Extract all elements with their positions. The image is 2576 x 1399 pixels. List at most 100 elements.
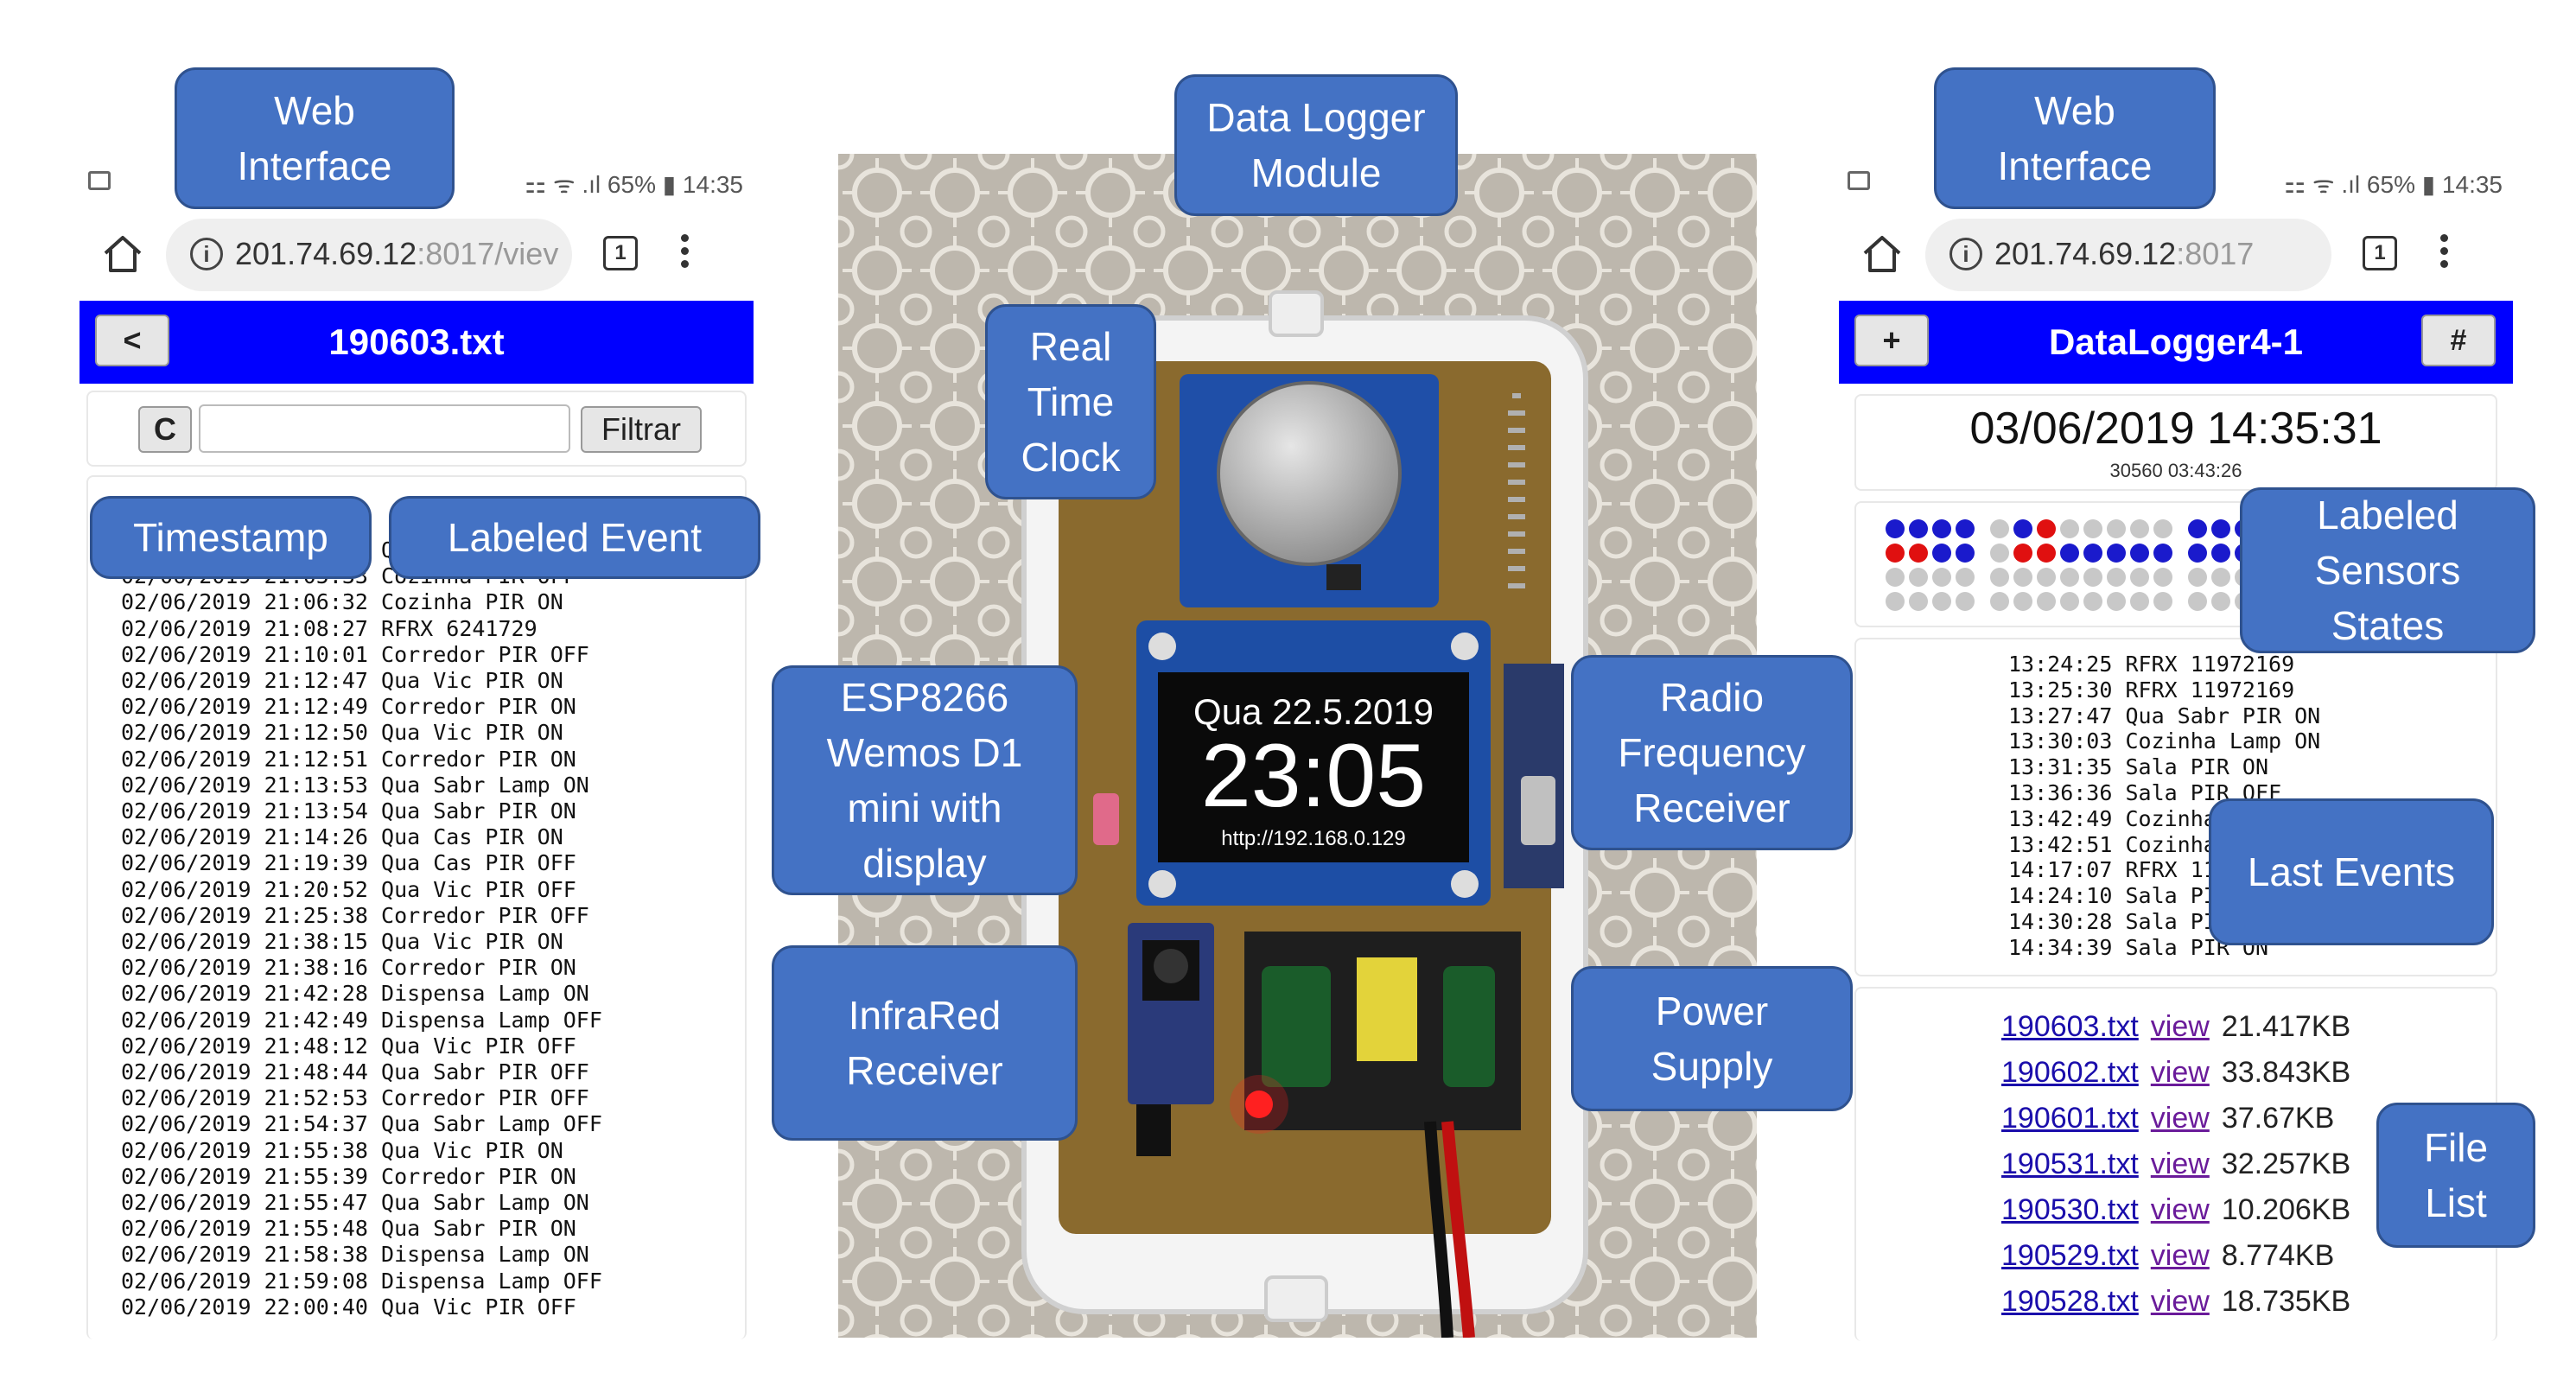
file-view-link[interactable]: view (2150, 1239, 2210, 1272)
tabs-count-icon[interactable]: 1 (603, 236, 638, 270)
sensor-dot (2188, 592, 2207, 611)
log-line: 02/06/2019 21:48:12 Qua Vic PIR OFF (121, 1033, 576, 1059)
home-icon[interactable] (97, 227, 149, 279)
add-button[interactable]: + (1854, 315, 1929, 366)
oled-screen (1158, 672, 1469, 862)
sensor-dot-row (1886, 589, 2281, 614)
sensor-dot (2037, 519, 2056, 538)
file-view-link[interactable]: view (2150, 1285, 2210, 1318)
sensor-dot (1990, 568, 2009, 587)
status-indicators: ⚏ ᯤ .ıl 65% ▮ 14:35 (2284, 171, 2503, 198)
file-download-link[interactable]: 190601.txt (2001, 1102, 2139, 1135)
sensor-dot (1956, 568, 1975, 587)
log-line: 02/06/2019 21:12:50 Qua Vic PIR ON (121, 720, 563, 746)
sensor-dot (2211, 568, 2230, 587)
sensor-dot (1932, 592, 1951, 611)
info-icon[interactable]: i (1949, 238, 1982, 270)
address-field[interactable]: i 201.74.69.12:8017/viev (166, 219, 572, 291)
tabs-count-icon[interactable]: 1 (2363, 236, 2397, 270)
address-field[interactable]: i 201.74.69.12:8017 (1925, 219, 2331, 291)
file-download-link[interactable]: 190529.txt (2001, 1239, 2139, 1272)
file-download-link[interactable]: 190531.txt (2001, 1148, 2139, 1180)
file-view-link[interactable]: view (2150, 1148, 2210, 1180)
settings-hash-button[interactable]: # (2421, 315, 2496, 366)
sensor-dot (2130, 592, 2149, 611)
log-line: 02/06/2019 21:10:01 Corredor PIR OFF (121, 641, 589, 667)
sensor-dot (1932, 519, 1951, 538)
file-header-bar: < 190603.txt (80, 301, 754, 384)
clear-button[interactable]: C (138, 406, 192, 453)
sensor-dot (2130, 544, 2149, 563)
file-view-link[interactable]: view (2150, 1102, 2210, 1135)
filter-panel: C Filtrar (86, 391, 747, 467)
sensor-dot (2107, 592, 2126, 611)
image-notification-icon (88, 171, 111, 190)
oled-time-text: 23:05 (1201, 726, 1426, 826)
log-line: 02/06/2019 21:14:26 Qua Cas PIR ON (121, 824, 563, 850)
callout-real-time-clock: Real Time Clock (985, 304, 1156, 499)
file-view-link[interactable]: view (2150, 1010, 2210, 1043)
event-line: 13:27:47 Qua Sabr PIR ON (2008, 703, 2321, 728)
sensor-dot (2211, 592, 2230, 611)
log-line: 02/06/2019 21:12:47 Qua Vic PIR ON (121, 668, 563, 694)
page-title: DataLogger4-1 (2048, 321, 2304, 362)
log-line: 02/06/2019 21:55:48 Qua Sabr PIR ON (121, 1216, 576, 1242)
clock-panel: 03/06/2019 14:35:31 30560 03:43:26 (1854, 394, 2497, 491)
filter-button[interactable]: Filtrar (581, 406, 702, 453)
oled-url-text: http://192.168.0.129 (1221, 827, 1406, 850)
sensor-dot (2188, 568, 2207, 587)
sensor-dot (1909, 519, 1928, 538)
callout-web-interface-right: Web Interface (1934, 67, 2216, 209)
log-line: 02/06/2019 21:59:08 Dispensa Lamp OFF (121, 1268, 602, 1294)
browser-url-bar: i 201.74.69.12:8017 1 (1839, 212, 2513, 298)
sensor-dot (2188, 519, 2207, 538)
sensor-dot (2107, 568, 2126, 587)
log-line: 02/06/2019 21:54:37 Qua Sabr Lamp OFF (121, 1111, 602, 1137)
sensor-dot (2060, 519, 2079, 538)
file-view-link[interactable]: view (2150, 1056, 2210, 1089)
sensor-dot (1956, 592, 1975, 611)
sensor-dot (1990, 544, 2009, 563)
sensor-dot (1932, 568, 1951, 587)
sensor-dot (2211, 544, 2230, 563)
file-download-link[interactable]: 190603.txt (2001, 1010, 2139, 1043)
log-line: 02/06/2019 21:55:38 Qua Vic PIR ON (121, 1137, 563, 1163)
sensor-dot (2037, 592, 2056, 611)
log-panel: 02/06/2019 21:05:01 Qua Vic PIR OFF02/06… (86, 475, 747, 1339)
sensor-dot (1990, 519, 2009, 538)
file-download-link[interactable]: 190528.txt (2001, 1285, 2139, 1318)
file-download-link[interactable]: 190602.txt (2001, 1056, 2139, 1089)
overflow-menu-icon[interactable] (676, 231, 693, 277)
sensor-dot-row (1886, 541, 2281, 565)
file-row: 190530.txt view 10.206KB (2001, 1187, 2350, 1233)
file-size: 32.257KB (2221, 1148, 2351, 1180)
coin-battery (1217, 381, 1402, 566)
log-line: 02/06/2019 21:06:32 Cozinha PIR ON (121, 589, 563, 615)
sensor-dot (2013, 544, 2032, 563)
sensor-dot (2037, 544, 2056, 563)
sensor-dot (1886, 592, 1905, 611)
sensor-dot (2013, 592, 2032, 611)
file-download-link[interactable]: 190530.txt (2001, 1193, 2139, 1226)
info-icon[interactable]: i (190, 238, 223, 270)
callout-power-supply: Power Supply (1571, 966, 1853, 1111)
log-line: 02/06/2019 21:38:16 Corredor PIR ON (121, 955, 576, 981)
file-view-link[interactable]: view (2150, 1193, 2210, 1226)
home-icon[interactable] (1856, 227, 1908, 279)
sensor-dot-grid (1886, 517, 2281, 614)
filter-input[interactable] (199, 404, 570, 453)
back-button[interactable]: < (95, 315, 169, 366)
sensor-dot (2083, 544, 2102, 563)
log-line: 02/06/2019 21:58:38 Dispensa Lamp ON (121, 1242, 589, 1268)
sensor-dot (2153, 592, 2172, 611)
log-line: 02/06/2019 21:42:28 Dispensa Lamp ON (121, 981, 589, 1007)
sensor-dot (2153, 544, 2172, 563)
overflow-menu-icon[interactable] (2435, 231, 2452, 277)
log-line: 02/06/2019 21:19:39 Qua Cas PIR OFF (121, 850, 576, 876)
file-size: 10.206KB (2221, 1193, 2351, 1226)
log-line: 02/06/2019 21:55:47 Qua Sabr Lamp ON (121, 1190, 589, 1216)
